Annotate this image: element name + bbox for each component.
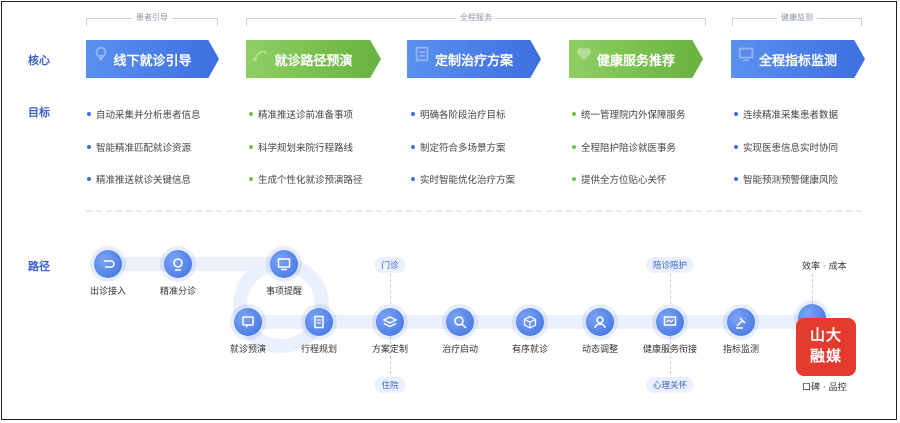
plan-icon — [415, 46, 429, 62]
node-label: 动态调整 — [581, 345, 619, 355]
node-itinerary — [305, 308, 333, 336]
screen-icon — [277, 258, 291, 271]
connector-inpatient — [390, 336, 391, 374]
bracket-label: 全程服务 — [456, 12, 496, 23]
outcome-top: 效率 · 成本 — [802, 262, 847, 272]
tag-care: 心理关怀 — [645, 377, 695, 393]
goal-item: 全程陪护陪诊就医事务 — [571, 140, 676, 154]
section-divider — [86, 210, 862, 212]
location-icon — [95, 46, 107, 62]
stage-full-monitoring: 全程指标监测 — [731, 40, 865, 78]
node-intake — [94, 250, 122, 278]
goal-item: 明确各阶段治疗目标 — [411, 107, 506, 121]
node-label: 精准分诊 — [159, 287, 197, 297]
node-label: 方案定制 — [371, 345, 409, 355]
goal-item: 精准推送诊前准备事项 — [248, 107, 353, 121]
outcome-quality: 品控 — [828, 383, 847, 393]
goal-item: 制定符合多场景方案 — [411, 140, 506, 154]
node-health-link — [656, 308, 684, 336]
node-monitoring — [727, 308, 755, 336]
row-label-core: 核心 — [28, 54, 50, 67]
goal-item: 自动采集并分析患者信息 — [87, 107, 201, 121]
logo-line-2: 融媒 — [809, 347, 842, 365]
goal-item: 实现医患信息实时协同 — [733, 140, 838, 154]
stage-label: 全程指标监测 — [758, 53, 837, 69]
bracket-patient-guide: 患者引导 — [86, 12, 218, 28]
goal-item: 精准推送就诊关键信息 — [86, 172, 191, 186]
node-label: 治疗启动 — [441, 345, 479, 355]
stage-label: 就诊路径预演 — [274, 53, 353, 69]
route-icon — [252, 50, 268, 62]
connector-care — [670, 336, 671, 374]
goal-item: 智能精准匹配就诊资源 — [86, 140, 191, 154]
layers-icon — [383, 316, 397, 328]
outcome-cost: 成本 — [828, 262, 847, 272]
stage-label: 健康服务推荐 — [596, 53, 675, 69]
row-label-path: 路径 — [28, 260, 50, 273]
user-icon — [594, 316, 606, 329]
monitor-icon — [663, 316, 677, 326]
chat-icon — [242, 316, 254, 328]
heart-icon — [576, 47, 592, 61]
row-label-goal: 目标 — [28, 106, 50, 119]
node-label: 就诊预演 — [229, 345, 267, 355]
gavel-icon — [736, 317, 746, 329]
monitor-icon — [738, 47, 754, 62]
node-label: 出诊接入 — [89, 287, 127, 297]
bracket-label: 健康监测 — [777, 12, 817, 23]
node-label: 有序就诊 — [511, 345, 549, 355]
node-adjust — [586, 308, 614, 336]
tag-escort: 陪诊陪护 — [645, 257, 695, 273]
goal-item: 提供全方位贴心关怀 — [572, 172, 667, 186]
node-visit — [516, 308, 544, 336]
stage-health-service: 健康服务推荐 — [569, 40, 703, 78]
stage-label: 线下就诊引导 — [113, 53, 192, 69]
outcome-efficiency: 效率 — [802, 262, 821, 272]
stage-custom-treatment: 定制治疗方案 — [407, 40, 541, 78]
node-label: 事项提醒 — [265, 287, 303, 297]
outcome-bottom: 口碑 · 品控 — [802, 383, 847, 393]
goal-item: 连续精准采集患者数据 — [733, 107, 838, 121]
node-treatment — [446, 308, 474, 336]
connector-escort — [670, 274, 671, 304]
goal-item: 科学规划来院行程路线 — [248, 140, 353, 154]
stage-label: 定制治疗方案 — [434, 53, 513, 69]
goal-item: 统一管理院内外保障服务 — [572, 107, 686, 121]
link-icon — [104, 260, 115, 268]
search-icon — [454, 316, 467, 329]
stage-offline-guide: 线下就诊引导 — [86, 40, 219, 78]
outcome-reputation: 口碑 — [802, 383, 821, 393]
node-reminder — [270, 250, 298, 278]
goal-item: 智能预测预警健康风险 — [733, 172, 838, 186]
bracket-full-service: 全程服务 — [246, 12, 706, 28]
bracket-health-monitoring: 健康监测 — [732, 12, 862, 28]
node-label: 行程规划 — [300, 345, 338, 355]
cube-icon — [523, 315, 537, 329]
path-band-top — [108, 257, 284, 271]
logo-line-1: 山大 — [809, 326, 842, 344]
node-plan — [376, 308, 404, 336]
connector-efficiency — [812, 274, 813, 304]
media-logo-watermark: 山大 融媒 — [796, 318, 856, 376]
document-icon — [314, 315, 324, 329]
goal-item: 生成个性化就诊预演路径 — [249, 172, 363, 186]
tag-inpatient: 住院 — [374, 377, 406, 393]
connector-outpatient — [390, 274, 391, 304]
tag-outpatient: 门诊 — [374, 257, 406, 273]
stage-path-preview: 就诊路径预演 — [246, 40, 381, 78]
node-label: 健康服务衔接 — [642, 345, 698, 355]
goal-item: 实时智能优化治疗方案 — [410, 172, 515, 186]
bracket-label: 患者引导 — [132, 12, 172, 23]
node-triage — [164, 250, 192, 278]
node-preview — [234, 308, 262, 336]
node-label: 指标监测 — [722, 345, 760, 355]
head-icon — [173, 258, 183, 271]
